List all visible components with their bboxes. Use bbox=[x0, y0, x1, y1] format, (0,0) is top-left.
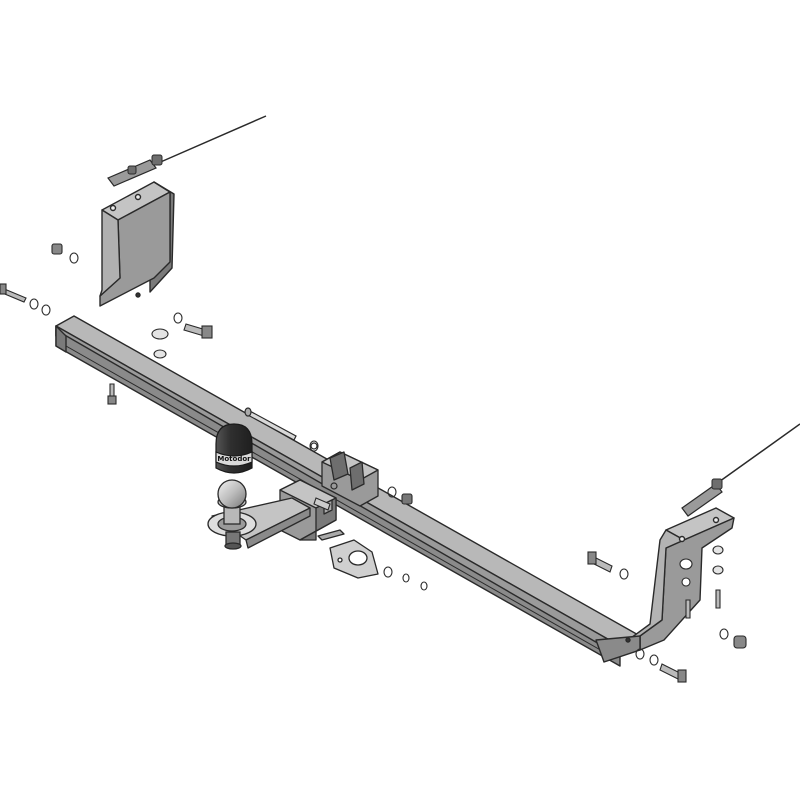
tow-ball bbox=[217, 479, 247, 550]
right-mounting-bracket bbox=[595, 507, 735, 663]
left-stabilizer-rod bbox=[107, 115, 267, 187]
nut bbox=[51, 243, 63, 255]
washer bbox=[151, 328, 169, 340]
nut bbox=[733, 635, 747, 649]
tow-ball-cover: Motodor bbox=[215, 423, 253, 474]
washer bbox=[649, 654, 659, 666]
washer bbox=[679, 558, 693, 570]
washer bbox=[309, 440, 319, 452]
nut bbox=[401, 493, 413, 505]
washer bbox=[635, 648, 645, 660]
washer bbox=[420, 581, 428, 591]
washer bbox=[619, 568, 629, 580]
washer bbox=[719, 628, 729, 640]
washer bbox=[402, 573, 410, 583]
long-pin bbox=[244, 407, 338, 490]
washer bbox=[29, 298, 39, 310]
bolt bbox=[685, 599, 691, 619]
washer bbox=[387, 486, 397, 498]
bolts-nuts-washers bbox=[0, 243, 747, 683]
washer bbox=[173, 312, 183, 324]
cover-brand-label: Motodor bbox=[217, 455, 251, 463]
bolt bbox=[715, 589, 721, 609]
washer bbox=[41, 304, 51, 316]
washer bbox=[153, 349, 167, 359]
ball-neck-plate bbox=[207, 497, 311, 549]
left-mounting-bracket bbox=[99, 181, 175, 307]
washer bbox=[69, 252, 79, 264]
right-stabilizer-rod bbox=[681, 423, 800, 517]
washer bbox=[383, 566, 393, 578]
